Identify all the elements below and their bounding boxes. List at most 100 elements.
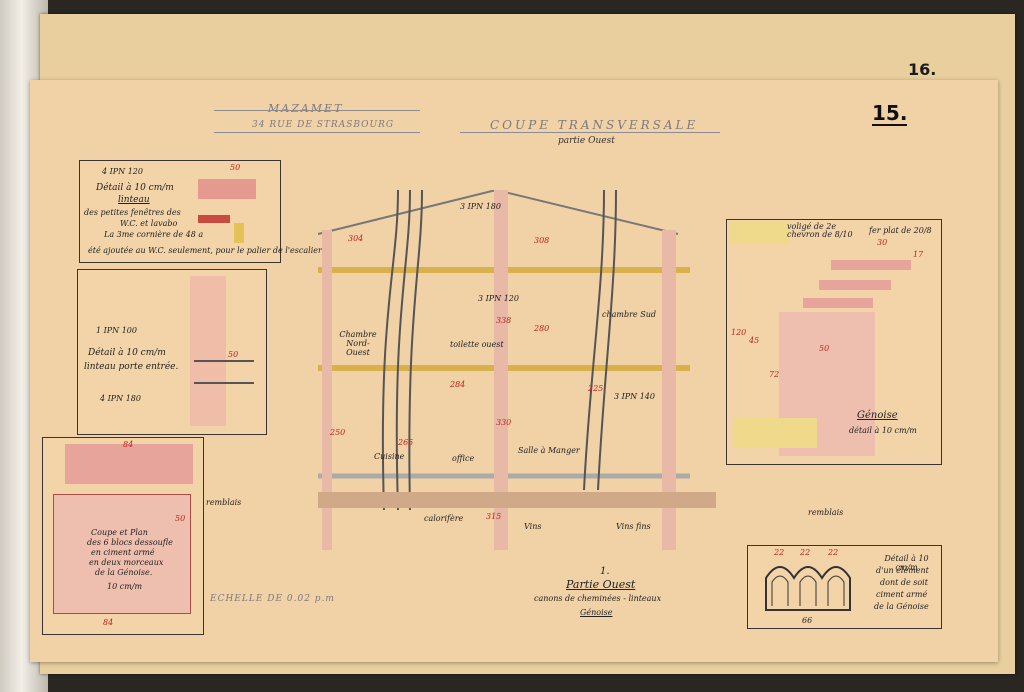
- section-drawing: 3 IPN 180 3 IPN 120 3 IPN 140 Chambre No…: [318, 190, 716, 554]
- dimension: 50: [819, 344, 830, 353]
- detail-title: des petites fenêtres des: [84, 208, 181, 217]
- dimension: 120: [731, 328, 747, 337]
- room-label: Vins: [524, 522, 542, 531]
- lintel-beams-drawing: [198, 179, 256, 199]
- tile-drawing: [819, 280, 891, 290]
- title-street: 34 RUE DE STRASBOURG: [252, 120, 395, 130]
- dimension: 72: [769, 370, 780, 379]
- genoise-profile-drawing: [65, 444, 193, 484]
- base-drawing: [733, 418, 817, 448]
- dimension: 50: [175, 514, 186, 523]
- detail-linteau-small: 4 IPN 120 Détail à 10 cm/m linteau des p…: [79, 160, 281, 263]
- room-label: Vins fins: [616, 522, 651, 531]
- room-label: Cuisine: [374, 452, 405, 461]
- lintel-stud-drawing: [234, 223, 244, 243]
- dimension: 225: [588, 384, 604, 393]
- detail-text: en deux morceaux: [89, 558, 164, 567]
- title-rule: [214, 110, 420, 111]
- detail-text: de la Génoise: [874, 602, 929, 611]
- dimension: 315: [486, 512, 502, 521]
- dimension: 84: [103, 618, 114, 627]
- detail-coupe-plan: Coupe et Plan des 6 blocs dessoufle en c…: [42, 437, 204, 635]
- back-sheet-number: 16.: [908, 60, 937, 79]
- detail-text: dont de soit: [880, 578, 928, 587]
- dimension: 66: [802, 616, 813, 625]
- detail-text: ciment armé: [876, 590, 928, 599]
- room-label: chambre Sud: [602, 310, 656, 319]
- beam-label: 4 IPN 120: [102, 167, 143, 176]
- dimension: 330: [496, 418, 512, 427]
- detail-note: La 3me cornière de 48 a: [104, 230, 204, 239]
- dimension: 22: [828, 548, 839, 557]
- title-rule: [214, 132, 420, 133]
- dimension: 22: [774, 548, 785, 557]
- legend-item: Génoise: [580, 608, 613, 617]
- detail-title: linteau: [118, 195, 150, 205]
- dimension: 284: [450, 380, 466, 389]
- dimension: 338: [496, 316, 512, 325]
- ipn-label: 3 IPN 140: [614, 392, 655, 401]
- detail-genoise: voligé de 2e chevron de 8/10 fer plat de…: [726, 219, 942, 465]
- dimension: 265: [398, 438, 414, 447]
- tile-drawing: [803, 298, 873, 308]
- detail-text: d'un élément: [876, 566, 929, 575]
- dimension: 250: [330, 428, 346, 437]
- room-label: Chambre Nord-Ouest: [339, 330, 377, 357]
- dimension: 45: [749, 336, 760, 345]
- dimension: 308: [534, 236, 550, 245]
- roof-and-floors-svg: [318, 190, 716, 550]
- dimension: 22: [800, 548, 811, 557]
- room-label: office: [452, 454, 475, 463]
- detail-title: Génoise: [857, 410, 898, 421]
- ground-label: remblais: [808, 508, 844, 517]
- rafter-drawing: [729, 222, 789, 244]
- ipn-label: 3 IPN 180: [460, 202, 501, 211]
- detail-subtitle: détail à 10 cm/m: [849, 426, 917, 435]
- detail-note: chevron de 8/10: [787, 230, 853, 239]
- legend-number: 1.: [600, 566, 610, 577]
- ipn-label: 3 IPN 120: [478, 294, 519, 303]
- room-label: toilette ouest: [450, 340, 504, 349]
- beam-label: 4 IPN 180: [100, 394, 141, 403]
- dimension: 84: [123, 440, 134, 449]
- tile-drawing: [831, 260, 911, 270]
- detail-title: W.C. et lavabo: [120, 219, 178, 228]
- dimension: 30: [877, 238, 888, 247]
- detail-text: Coupe et Plan: [91, 528, 148, 537]
- detail-note: été ajoutée au W.C. seulement, pour le p…: [88, 246, 322, 255]
- title-rule: [460, 132, 720, 133]
- detail-title: linteau porte entrée.: [84, 362, 179, 372]
- beam-label: 1 IPN 100: [96, 326, 137, 335]
- room-label: calorifère: [424, 514, 464, 523]
- title-partie: partie Ouest: [558, 136, 615, 146]
- ipn-beams-drawing: [194, 360, 254, 384]
- detail-note: voligé de 2e: [787, 222, 837, 231]
- title-town: MAZAMET: [268, 102, 344, 115]
- dimension: 50: [230, 163, 241, 172]
- title-section: COUPE TRANSVERSALE: [490, 118, 699, 132]
- detail-title: Détail à 10 cm/m: [88, 348, 166, 358]
- room-label: Salle à Manger: [518, 446, 580, 455]
- detail-text: de la Génoise.: [95, 568, 153, 577]
- wall-section-drawing: [190, 276, 226, 426]
- detail-title: Détail à 10 cm/m: [96, 183, 174, 193]
- arches-drawing: [765, 566, 851, 611]
- detail-text: Détail à 10 cm/m: [884, 554, 929, 572]
- ground-label: remblais: [206, 498, 242, 507]
- legend-subtitle: canons de cheminées - linteaux: [534, 594, 662, 603]
- legend-title: Partie Ouest: [566, 578, 636, 591]
- genoise-plan-drawing: [53, 494, 191, 614]
- sheet-number: 15.: [872, 101, 908, 126]
- detail-text: 10 cm/m: [107, 582, 143, 591]
- detail-linteau-entree: 1 IPN 100 Détail à 10 cm/m linteau porte…: [77, 269, 267, 435]
- scale-label: ECHELLE DE 0.02 p.m: [210, 594, 335, 604]
- detail-text: en ciment armé: [91, 548, 155, 557]
- detail-element: 22 22 22 66 Détail à 10 cm/m d'un élémen…: [747, 545, 942, 629]
- dimension: 50: [228, 350, 239, 359]
- dimension: 280: [534, 324, 550, 333]
- detail-note: fer plat de 20/8: [869, 226, 932, 235]
- dimension: 17: [913, 250, 924, 259]
- dimension: 304: [348, 234, 364, 243]
- lintel-cornice-drawing: [198, 215, 230, 223]
- detail-text: des 6 blocs dessoufle: [87, 538, 173, 547]
